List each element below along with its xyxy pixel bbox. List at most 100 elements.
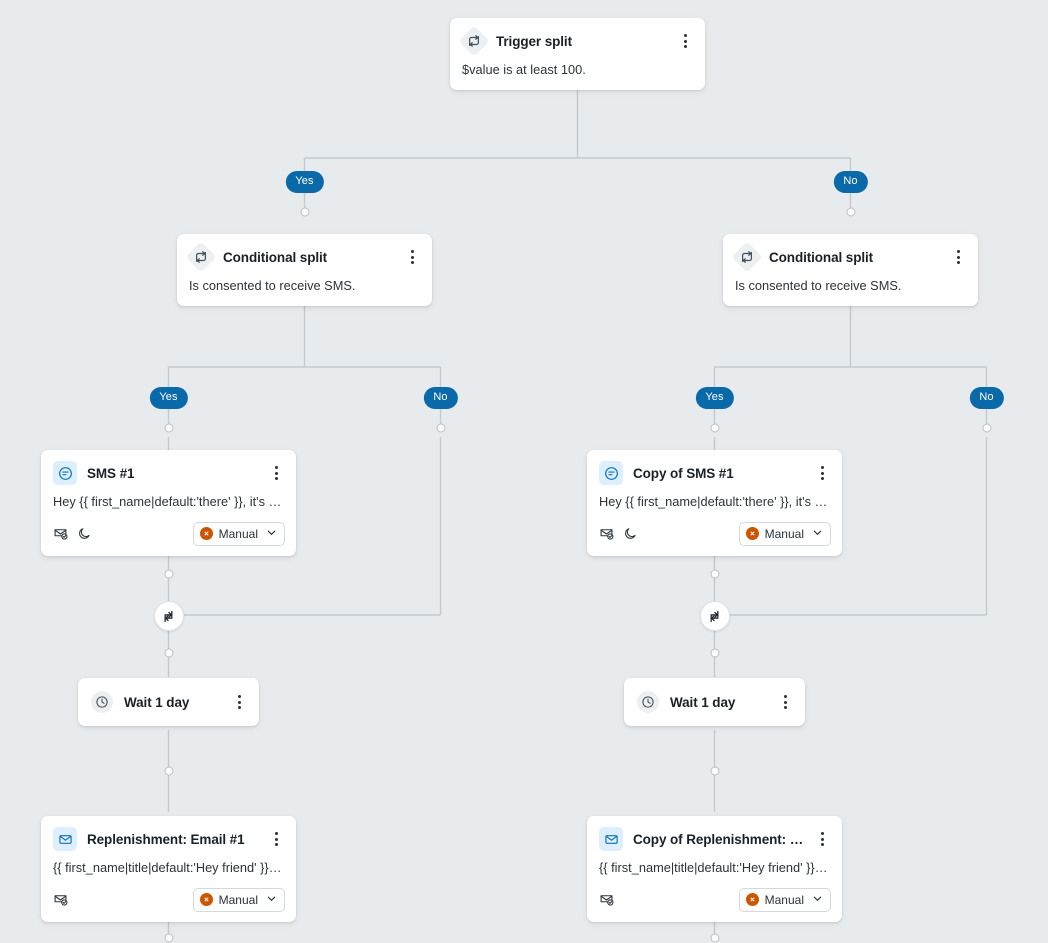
smart-sending-icon: [53, 892, 68, 907]
branch-label-yes[interactable]: Yes: [149, 387, 188, 409]
branch-label-yes[interactable]: Yes: [695, 387, 734, 409]
swap-arrows-icon[interactable]: [699, 601, 730, 631]
branch-label-no[interactable]: No: [833, 171, 868, 193]
node-conditional-split-right[interactable]: Conditional split Is consented to receiv…: [723, 234, 978, 306]
node-wait-left[interactable]: Wait 1 day: [78, 678, 259, 726]
kebab-menu-icon[interactable]: [231, 693, 247, 711]
edge-endpoint: [710, 648, 719, 658]
email-envelope-icon: [53, 827, 77, 851]
node-wait-right[interactable]: Wait 1 day: [624, 678, 805, 726]
node-description: $value is at least 100.: [462, 62, 586, 77]
node-conditional-split-left[interactable]: Conditional split Is consented to receiv…: [177, 234, 432, 306]
node-email-right[interactable]: Copy of Replenishment: Em… {{ first_name…: [587, 816, 842, 922]
quiet-hours-icon: [623, 526, 638, 541]
sending-mode-label: Manual: [764, 892, 804, 907]
sending-mode-label: Manual: [764, 526, 804, 541]
edge-endpoint: [164, 933, 173, 943]
kebab-menu-icon[interactable]: [404, 248, 420, 266]
node-description: Hey {{ first_name|default:'there' }}, it…: [599, 494, 842, 509]
kebab-menu-icon[interactable]: [777, 693, 793, 711]
node-email-left[interactable]: Replenishment: Email #1 {{ first_name|ti…: [41, 816, 296, 922]
clock-icon: [636, 690, 660, 714]
split-icon: [735, 245, 759, 269]
node-description: {{ first_name|title|default:'Hey friend'…: [599, 860, 839, 875]
kebab-menu-icon[interactable]: [268, 464, 284, 482]
email-envelope-icon: [599, 827, 623, 851]
sending-mode-dropdown[interactable]: Manual: [192, 887, 285, 912]
card-header: Copy of Replenishment: Em…: [587, 816, 842, 860]
card-footer: Manual: [41, 521, 296, 556]
chevron-down-icon: [266, 527, 277, 541]
edge-endpoint: [164, 569, 173, 579]
card-footer: Manual: [587, 521, 842, 556]
smart-sending-icon: [599, 526, 614, 541]
card-header: Conditional split: [723, 234, 978, 278]
manual-status-icon: [199, 527, 213, 541]
edge-endpoint: [436, 423, 445, 433]
sending-mode-label: Manual: [218, 526, 258, 541]
chevron-down-icon: [812, 893, 823, 907]
card-footer: Manual: [41, 887, 296, 922]
kebab-menu-icon[interactable]: [677, 32, 693, 50]
chevron-down-icon: [266, 893, 277, 907]
node-title: Wait 1 day: [124, 694, 190, 710]
node-description: Is consented to receive SMS.: [189, 278, 356, 293]
node-title: Trigger split: [496, 33, 572, 49]
sending-mode-dropdown[interactable]: Manual: [738, 521, 831, 546]
node-title: Copy of Replenishment: Em…: [633, 831, 804, 847]
node-title: SMS #1: [87, 465, 135, 481]
node-title: Wait 1 day: [670, 694, 736, 710]
chevron-down-icon: [812, 527, 823, 541]
sms-bubble-icon: [53, 461, 77, 485]
node-trigger-split[interactable]: Trigger split $value is at least 100.: [450, 18, 705, 90]
node-sms-left[interactable]: SMS #1 Hey {{ first_name|default:'there'…: [41, 450, 296, 556]
manual-status-icon: [745, 893, 759, 907]
edge-endpoint: [846, 207, 855, 217]
split-icon: [189, 245, 213, 269]
branch-label-no[interactable]: No: [969, 387, 1004, 409]
card-header: Wait 1 day: [78, 678, 259, 726]
split-icon: [462, 29, 486, 53]
clock-icon: [90, 690, 114, 714]
card-header: SMS #1: [41, 450, 296, 494]
edge-endpoint: [164, 423, 173, 433]
kebab-menu-icon[interactable]: [268, 830, 284, 848]
kebab-menu-icon[interactable]: [814, 464, 830, 482]
swap-arrows-icon[interactable]: [153, 601, 184, 631]
edge-endpoint: [710, 423, 719, 433]
sending-mode-dropdown[interactable]: Manual: [192, 521, 285, 546]
smart-sending-icon: [53, 526, 68, 541]
node-sms-right[interactable]: Copy of SMS #1 Hey {{ first_name|default…: [587, 450, 842, 556]
edge-endpoint: [710, 766, 719, 776]
branch-label-no[interactable]: No: [423, 387, 458, 409]
node-description: {{ first_name|title|default:'Hey friend'…: [53, 860, 293, 875]
kebab-menu-icon[interactable]: [950, 248, 966, 266]
sending-mode-dropdown[interactable]: Manual: [738, 887, 831, 912]
quiet-hours-icon: [77, 526, 92, 541]
edge-endpoint: [710, 933, 719, 943]
node-title: Replenishment: Email #1: [87, 831, 245, 847]
sms-bubble-icon: [599, 461, 623, 485]
sending-mode-label: Manual: [218, 892, 258, 907]
node-title: Conditional split: [769, 249, 874, 265]
branch-label-yes[interactable]: Yes: [285, 171, 324, 193]
manual-status-icon: [199, 893, 213, 907]
card-footer: Manual: [587, 887, 842, 922]
card-header: Wait 1 day: [624, 678, 805, 726]
card-header: Trigger split: [450, 18, 705, 62]
manual-status-icon: [745, 527, 759, 541]
node-description: Is consented to receive SMS.: [735, 278, 902, 293]
node-description: Hey {{ first_name|default:'there' }}, it…: [53, 494, 296, 509]
kebab-menu-icon[interactable]: [814, 830, 830, 848]
node-title: Conditional split: [223, 249, 328, 265]
edge-endpoint: [710, 569, 719, 579]
edge-endpoint: [164, 648, 173, 658]
node-title: Copy of SMS #1: [633, 465, 734, 481]
edge-endpoint: [300, 207, 309, 217]
card-header: Replenishment: Email #1: [41, 816, 296, 860]
smart-sending-icon: [599, 892, 614, 907]
card-header: Conditional split: [177, 234, 432, 278]
edge-endpoint: [164, 766, 173, 776]
edge-endpoint: [982, 423, 991, 433]
